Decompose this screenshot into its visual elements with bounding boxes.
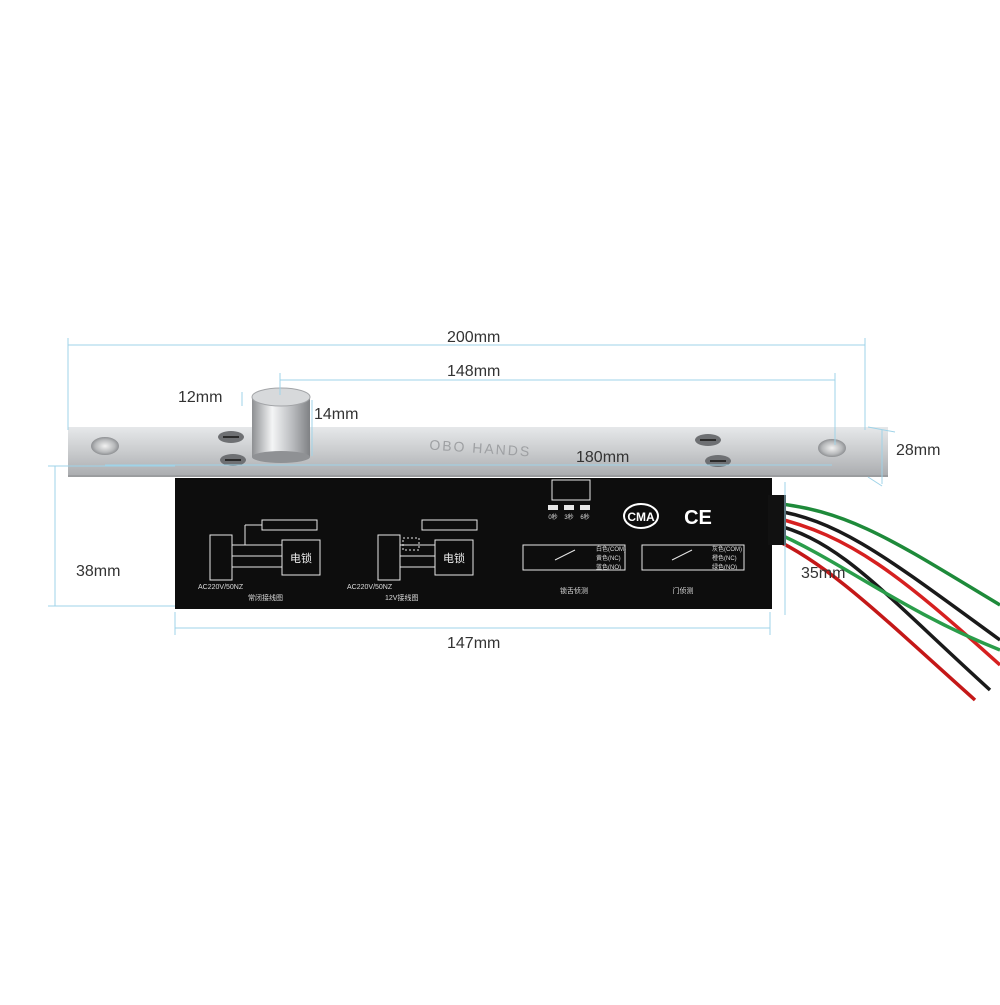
sensor1-wire-1: 白色(COM)	[596, 545, 626, 553]
dim-bolt-height: 14mm	[314, 406, 359, 423]
wire-green	[771, 501, 1000, 607]
sensor2-wire-1: 灰色(COM)	[712, 545, 742, 553]
dip-switch	[548, 479, 591, 510]
brand-engraving: OBO HANDS	[429, 436, 532, 459]
sensor1-wire-2: 黄色(NC)	[596, 554, 621, 562]
cma-text: CMA	[627, 510, 655, 524]
sensor1-wire-3: 蓝色(NO)	[596, 563, 621, 571]
wire-gland	[768, 495, 786, 545]
diagram1-lock-label: 电锁	[290, 551, 312, 565]
dip-label-3: 3秒	[564, 513, 573, 521]
mount-hole-left	[91, 437, 119, 455]
sensor2-wire-3: 绿色(NO)	[712, 563, 737, 571]
wire-bundle	[771, 501, 1000, 702]
wiring-diagram-2	[377, 519, 478, 581]
dimension-lines	[48, 338, 896, 635]
ce-mark: CE	[684, 507, 712, 529]
mount-hole-right	[818, 439, 846, 457]
dim-body-height: 38mm	[76, 563, 121, 580]
dim-body-depth: 35mm	[801, 565, 846, 582]
screws	[218, 431, 731, 467]
wire-green-2	[771, 529, 1000, 652]
dip-label-6: 6秒	[580, 513, 589, 521]
wire-black-2	[771, 522, 992, 692]
dim-bolt-diameter: 12mm	[178, 389, 223, 406]
dim-bolt-travel: 180mm	[576, 449, 630, 466]
wire-red-2	[771, 536, 977, 702]
diagram2-lock-label: 电锁	[443, 551, 465, 565]
diagram2-power-label: AC220V/50NZ	[347, 584, 393, 591]
diagram1-power-label: AC220V/50NZ	[198, 584, 244, 591]
sensor-diagram-1	[522, 544, 626, 571]
dim-overall-length: 200mm	[447, 329, 501, 346]
dim-body-length: 147mm	[447, 635, 501, 652]
bolt	[251, 387, 311, 463]
wire-black	[771, 508, 1000, 642]
sensor2-wire-2: 橙色(NC)	[712, 554, 737, 562]
sensor2-caption: 门侦测	[673, 586, 694, 595]
sensor-diagram-2	[641, 544, 745, 571]
dip-label-0: 0秒	[548, 513, 557, 521]
diagram2-caption: 12V接线图	[385, 593, 418, 602]
mounting-plate	[68, 427, 888, 477]
dim-hole-spacing: 148mm	[447, 363, 501, 380]
cma-mark	[623, 503, 659, 529]
wiring-diagram-1	[209, 519, 321, 581]
sensor1-caption: 锁舌侦测	[560, 586, 588, 595]
diagram1-caption: 常闭接线图	[248, 593, 283, 602]
dim-plate-width: 28mm	[896, 442, 941, 459]
